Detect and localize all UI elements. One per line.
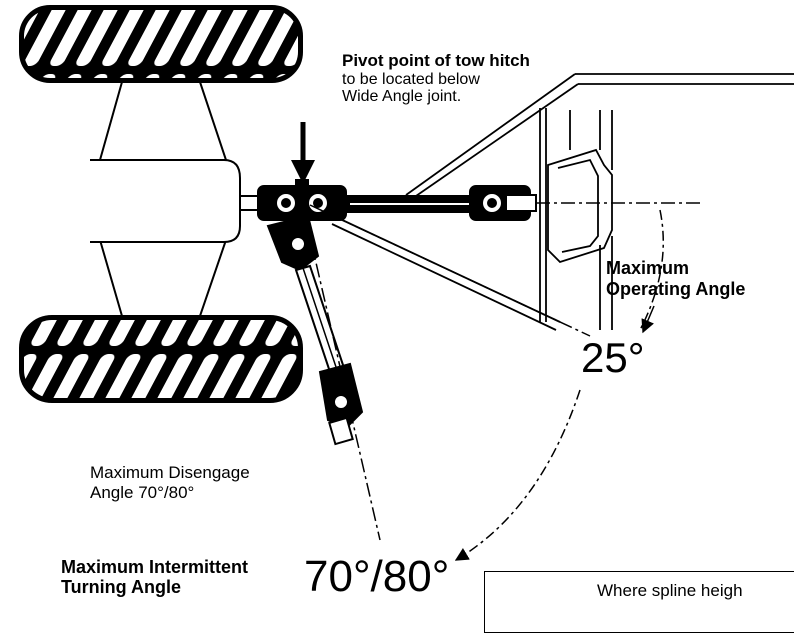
wide-angle-joint (257, 179, 347, 227)
pivot-title: Pivot point of tow hitch (342, 51, 530, 70)
intermittent-angle-label: Maximum Intermittent Turning Angle (61, 557, 249, 598)
upper-axle-housing (98, 81, 228, 161)
pivot-line-2: to be located below (342, 70, 480, 88)
implement-joint (469, 185, 537, 221)
intermittent-line-1: Maximum Intermittent (61, 557, 249, 577)
tractor-body (90, 159, 241, 243)
operating-line-2: Operating Angle (606, 278, 746, 299)
intermittent-line-2: Turning Angle (61, 576, 181, 597)
tractor-rear (19, 5, 303, 403)
operating-angle-label: Maximum Operating Angle (606, 258, 745, 299)
turned-driveline (266, 214, 364, 446)
spline-note-text: Where spline heigh (597, 581, 743, 600)
operating-line-1: Maximum (606, 258, 690, 278)
angle-arcs (454, 209, 664, 561)
pivot-point-label: Pivot point of tow hitch to be located b… (342, 51, 530, 106)
operating-angle-arc (639, 209, 664, 331)
intermittent-angle-arc (454, 389, 581, 561)
spline-note-box: Where spline heigh (484, 571, 794, 633)
operating-angle-value: 25° (581, 334, 645, 381)
driveline-diagram (19, 5, 794, 561)
upper-tire (19, 5, 303, 83)
centerlines (304, 202, 700, 541)
intermittent-angle-value: 70°/80° (304, 552, 450, 601)
pivot-line-3: Wide Angle joint. (342, 88, 462, 106)
disengage-angle-label: Maximum Disengage Angle 70°/80° (90, 463, 250, 504)
lower-axle-housing (99, 239, 227, 317)
disengage-line-2: Angle 70°/80° (90, 483, 195, 503)
straight-driveline (257, 179, 537, 227)
operating-pointer (641, 305, 655, 334)
gearbox (547, 148, 613, 264)
pivot-arrow (291, 122, 315, 184)
disengage-line-1: Maximum Disengage (90, 463, 250, 482)
lower-tire (19, 315, 303, 403)
